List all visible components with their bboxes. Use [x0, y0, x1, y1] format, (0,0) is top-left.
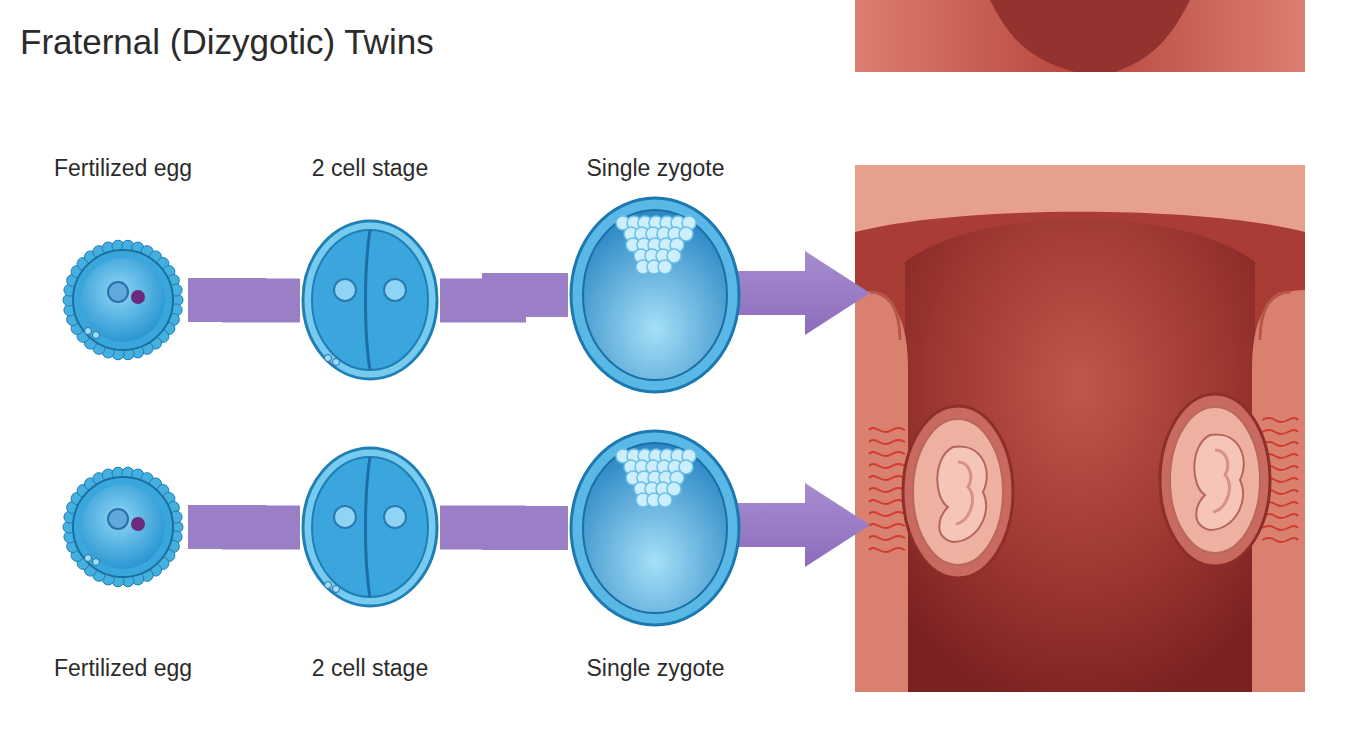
fertilized-egg: Fertilized egg [58, 462, 188, 592]
connector-band [440, 295, 568, 301]
embryo-left [903, 406, 1013, 578]
blastocyst-shape [568, 428, 743, 628]
connector-band [188, 505, 300, 550]
uterus-top-panel [855, 0, 1305, 72]
uterus-main-panel [855, 165, 1305, 692]
two-cell-embryo-shape [300, 218, 440, 383]
blastocyst-shape [568, 195, 743, 395]
connector-band [440, 506, 568, 551]
stage-label: Single zygote [586, 655, 724, 681]
stage-label: 2 cell stage [312, 155, 428, 181]
stage-label: Fertilized egg [54, 155, 192, 181]
two-cell-embryo: 2 cell stage [300, 218, 440, 383]
fertilized-egg-shape [58, 462, 188, 592]
blastocyst: Single zygote [568, 428, 743, 628]
connector-band [188, 278, 300, 323]
two-cell-embryo-shape [300, 445, 440, 610]
blastocyst: Single zygote [568, 195, 743, 395]
fertilized-egg: Fertilized egg [58, 235, 188, 365]
two-cell-embryo: 2 cell stage [300, 445, 440, 610]
fertilized-egg-shape [58, 235, 188, 365]
stage-label: Fertilized egg [54, 655, 192, 681]
implant-arrow [735, 251, 870, 567]
embryo-right [1160, 394, 1270, 566]
stage-label: Single zygote [586, 155, 724, 181]
diagram-title: Fraternal (Dizygotic) Twins [20, 22, 434, 62]
stage-label: 2 cell stage [312, 655, 428, 681]
